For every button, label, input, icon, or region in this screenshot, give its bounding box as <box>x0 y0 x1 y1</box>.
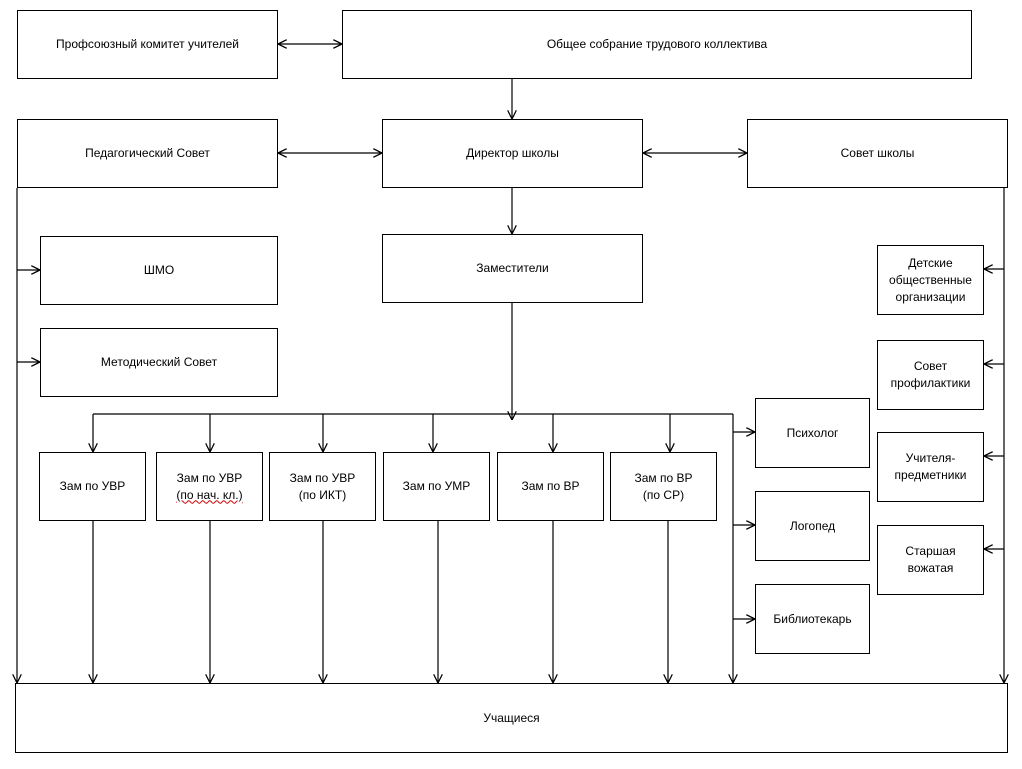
subject-teachers-line-1: Учителя- <box>905 451 956 465</box>
students-label: Учащиеся <box>483 710 540 725</box>
childrens-organizations-line-2: общественные <box>889 272 972 287</box>
prevention-council-line-1: Совет <box>913 359 948 373</box>
deputy-uvr-primary-line-1: Зам по УВР <box>176 470 243 485</box>
pedagogical-council-label: Педагогический Совет <box>85 146 210 160</box>
subject-teachers-line-2: предметники <box>894 468 967 482</box>
director-box: Директор школы <box>382 119 643 188</box>
speech-therapist-box: Логопед <box>755 491 870 561</box>
school-council-box: Совет школы <box>747 119 1008 188</box>
subject-teachers-box: Учителя- предметники <box>877 432 984 502</box>
director-label: Директор школы <box>466 146 559 160</box>
childrens-organizations-box: Детские общественные организации <box>877 245 984 315</box>
deputy-uvr-primary-box: Зам по УВР (по нач. кл.) <box>156 452 263 521</box>
shmo-box: ШМО <box>40 236 278 305</box>
librarian-box: Библиотекарь <box>755 584 870 654</box>
prevention-council-line-2: профилактики <box>890 376 971 390</box>
students-box: Учащиеся <box>15 683 1008 753</box>
deputy-umr-label: Зам по УМР <box>402 479 471 493</box>
methodical-council-label: Методический Совет <box>100 355 218 369</box>
psychologist-label: Психолог <box>786 425 839 440</box>
deputies-label: Заместители <box>476 261 549 275</box>
prevention-council-box: Совет профилактики <box>877 340 984 410</box>
deputy-uvr-ict-line-2: (по ИКТ) <box>298 487 347 502</box>
senior-counselor-line-1: Старшая <box>905 544 956 558</box>
deputy-vr-sr-line-2: (по СР) <box>642 487 685 502</box>
deputy-vr-label: Зам по ВР <box>521 479 580 493</box>
deputy-uvr-ict-line-1: Зам по УВР <box>289 470 356 485</box>
deputy-vr-box: Зам по ВР <box>497 452 604 521</box>
psychologist-box: Психолог <box>755 398 870 468</box>
general-assembly-box: Общее собрание трудового коллектива <box>342 10 972 79</box>
deputy-uvr-ict-box: Зам по УВР (по ИКТ) <box>269 452 376 521</box>
speech-therapist-label: Логопед <box>789 518 836 533</box>
profkom-label: Профсоюзный комитет учителей <box>56 37 239 51</box>
deputy-uvr-box: Зам по УВР <box>39 452 146 521</box>
senior-counselor-line-2: вожатая <box>907 561 954 575</box>
deputy-vr-sr-line-1: Зам по ВР <box>634 470 693 485</box>
deputies-box: Заместители <box>382 234 643 303</box>
general-assembly-label: Общее собрание трудового коллектива <box>546 37 768 51</box>
deputy-uvr-primary-line-2: (по нач. кл.) <box>176 487 243 502</box>
pedagogical-council-box: Педагогический Совет <box>17 119 278 188</box>
shmo-label: ШМО <box>143 263 175 277</box>
deputy-vr-sr-box: Зам по ВР (по СР) <box>610 452 717 521</box>
librarian-label: Библиотекарь <box>773 611 852 626</box>
senior-counselor-box: Старшая вожатая <box>877 525 984 595</box>
deputy-umr-box: Зам по УМР <box>383 452 490 521</box>
deputy-uvr-label: Зам по УВР <box>59 479 126 493</box>
profkom-box: Профсоюзный комитет учителей <box>17 10 278 79</box>
childrens-organizations-line-1: Детские <box>908 255 953 270</box>
methodical-council-box: Методический Совет <box>40 328 278 397</box>
childrens-organizations-line-3: организации <box>895 289 966 304</box>
school-council-label: Совет школы <box>840 146 915 160</box>
